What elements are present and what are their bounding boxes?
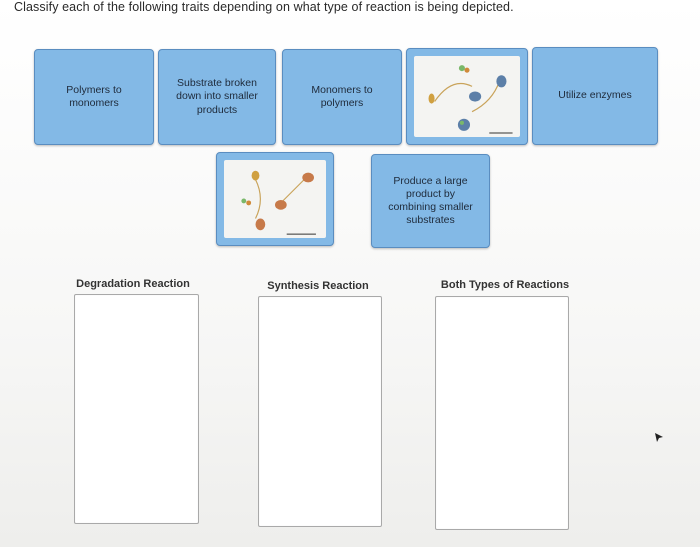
reaction-diagram-image	[224, 160, 326, 238]
zone-label-degradation: Degradation Reaction	[76, 278, 190, 290]
substrate-blob	[459, 120, 464, 125]
reaction-arrow-path	[254, 179, 261, 219]
card-label: Monomers to polymers	[311, 83, 373, 109]
card-utilize-enzymes[interactable]: Utilize enzymes	[532, 47, 658, 145]
enzyme-blob	[275, 199, 287, 210]
enzyme-blob	[457, 118, 471, 131]
enzyme-blob	[496, 75, 507, 88]
product-blob	[428, 93, 435, 104]
reaction-arrow-path	[279, 179, 305, 205]
mouse-cursor-icon	[655, 433, 663, 442]
card-label: Substrate broken down into smaller produ…	[176, 77, 258, 116]
enzyme-reaction-icon	[428, 65, 513, 134]
substrate-blob	[458, 65, 465, 72]
substrate-blob	[246, 200, 252, 206]
enzyme-blob	[302, 172, 314, 183]
dropzone-degradation[interactable]	[74, 294, 199, 524]
zone-label-synthesis: Synthesis Reaction	[267, 280, 369, 292]
enzyme-reaction-icon	[241, 170, 316, 235]
enzyme-blob	[255, 218, 266, 231]
substrate-blob	[464, 67, 470, 73]
product-blob	[251, 170, 260, 181]
card-label: Produce a large product by combining sma…	[388, 174, 473, 227]
reaction-diagram-image	[414, 56, 520, 137]
card-reaction-diagram-2[interactable]	[216, 152, 334, 246]
zone-label-both: Both Types of Reactions	[440, 279, 570, 291]
substrate-blob	[241, 198, 247, 204]
dropzone-both[interactable]	[435, 296, 569, 530]
card-reaction-diagram-1[interactable]	[406, 48, 528, 145]
card-monomers-to-polymers[interactable]: Monomers to polymers	[282, 49, 402, 145]
card-produce-large-product[interactable]: Produce a large product by combining sma…	[371, 154, 490, 248]
card-substrate-broken-down[interactable]: Substrate broken down into smaller produ…	[158, 49, 276, 145]
enzyme-blob	[469, 91, 482, 102]
dropzone-synthesis[interactable]	[258, 296, 382, 527]
card-label: Polymers to monomers	[66, 83, 122, 109]
card-label: Utilize enzymes	[558, 89, 632, 102]
reaction-arrow-path	[434, 82, 473, 102]
instructions-text: Classify each of the following traits de…	[14, 0, 514, 14]
card-polymers-to-monomers[interactable]: Polymers to monomers	[34, 49, 154, 145]
